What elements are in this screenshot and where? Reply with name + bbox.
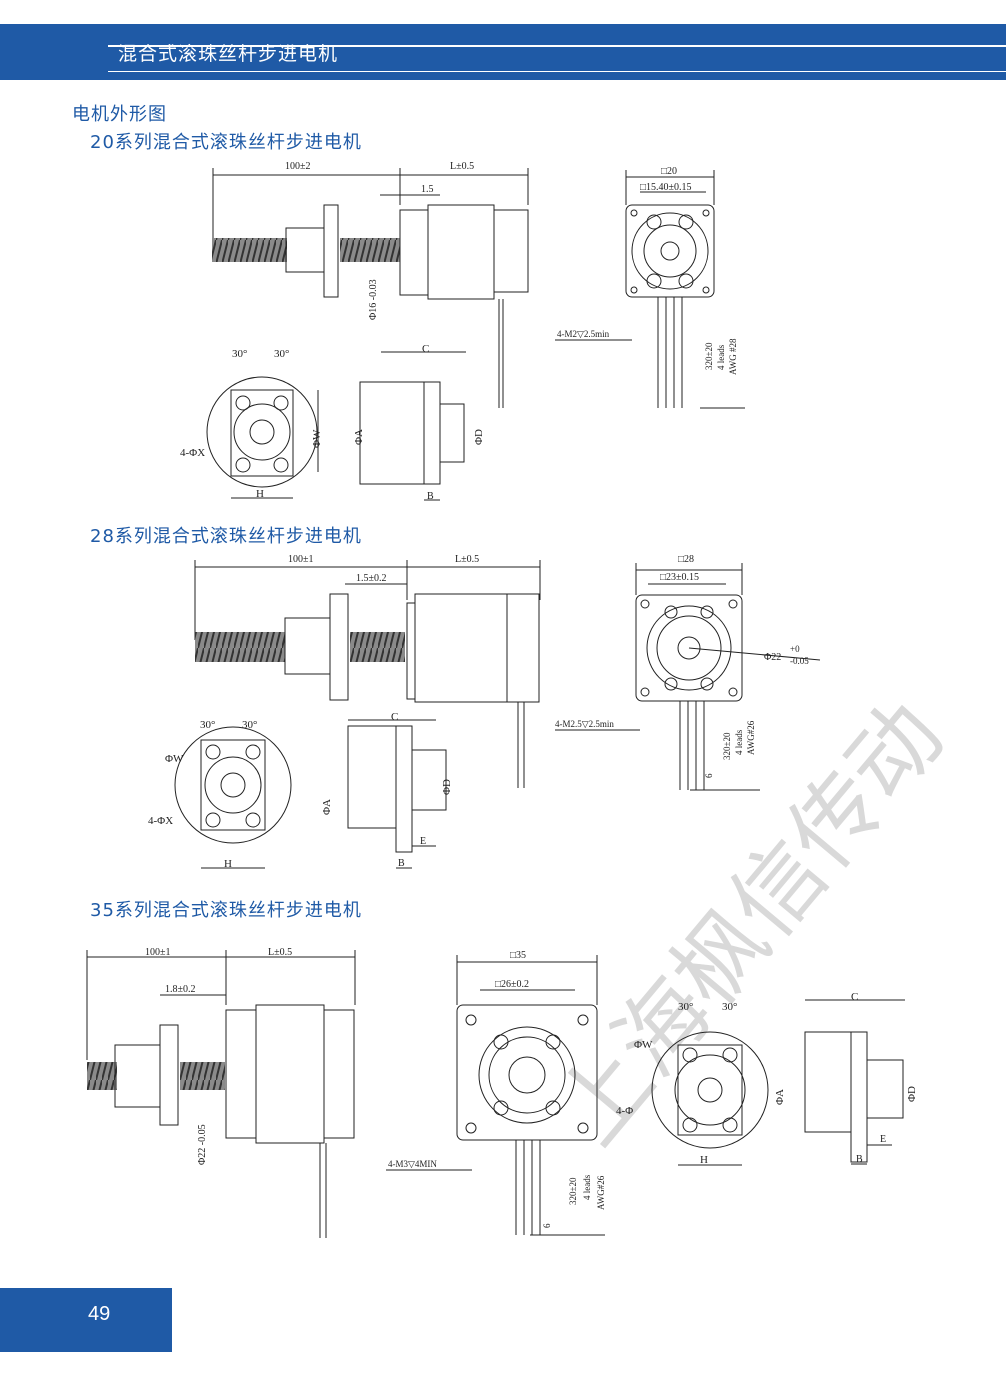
s35-dia-tol: Φ22 -0.05: [197, 1124, 208, 1165]
s28-label-w: ΦW: [165, 753, 184, 765]
s28-pilot: Φ22: [764, 652, 781, 663]
section-28-title: 28系列混合式滚珠丝杆步进电机: [90, 526, 362, 547]
s35-label-x: 4-Φ: [616, 1105, 633, 1117]
s20-label-b: B: [427, 491, 434, 502]
s28-label-h: H: [224, 858, 232, 870]
s20-label-a: ΦA: [353, 429, 365, 445]
s35-screw-hole: 4-M3▽4MIN: [388, 1159, 437, 1169]
s35-label-h: H: [700, 1154, 708, 1166]
s20-label-h: H: [256, 488, 264, 500]
s28-front-view: [555, 563, 821, 791]
s35-square: □35: [510, 950, 526, 961]
s28-awg: AWG#26: [746, 720, 756, 755]
s35-side-view: [86, 950, 356, 1238]
s20-step: 1.5: [421, 184, 434, 195]
s20-pcd: □15.40±0.15: [640, 182, 692, 193]
s35-front-view: [386, 955, 605, 1236]
page-title: 混合式滚珠丝杆步进电机: [118, 43, 339, 65]
s35-flange-view: [651, 1031, 769, 1166]
s28-label-e: E: [420, 836, 426, 847]
s20-awg: AWG #28: [728, 338, 738, 375]
s28-angle2: 30°: [242, 719, 257, 731]
s28-strip: 6: [704, 773, 714, 778]
s35-step: 1.8±0.2: [165, 984, 196, 995]
s28-leads: 4 leads: [734, 729, 744, 755]
s28-label-a: ΦA: [321, 799, 333, 815]
s35-pcd: □26±0.2: [495, 979, 529, 990]
s35-awg: AWG#26: [596, 1175, 606, 1210]
s28-flange-view: [174, 726, 292, 869]
s28-square: □28: [678, 554, 694, 565]
s28-label-c: C: [391, 711, 398, 723]
s20-side-view: [212, 168, 529, 408]
s20-nut-view: [359, 351, 466, 501]
s20-label-w: ΦW: [311, 429, 323, 448]
s35-leads: 4 leads: [582, 1174, 592, 1200]
outline-title: 电机外形图: [72, 104, 167, 125]
s20-label-d: ΦD: [473, 429, 485, 445]
s28-pilot-tol-up: +0: [790, 644, 800, 654]
s20-angle1: 30°: [232, 348, 247, 360]
s28-label-d: ΦD: [441, 779, 453, 795]
s20-dia-tol: Φ16 -0.03: [368, 279, 379, 320]
s20-label-c: C: [422, 343, 429, 355]
s28-angle1: 30°: [200, 719, 215, 731]
section-20-title: 20系列混合式滚珠丝杆步进电机: [90, 132, 362, 153]
s20-leads: 4 leads: [716, 344, 726, 370]
s28-screw-len: 100±1: [288, 554, 314, 565]
page-number-box: [0, 1288, 172, 1352]
s20-screw-hole: 4-M2▽2.5min: [557, 329, 610, 339]
s28-pilot-tol-dn: -0.05: [790, 656, 809, 666]
s35-label-d: ΦD: [906, 1086, 918, 1102]
s20-lead-len: 320±20: [704, 342, 714, 370]
s28-lead-len: 320±20: [722, 732, 732, 760]
s28-body-len: L±0.5: [455, 554, 479, 565]
s35-body-len: L±0.5: [268, 947, 292, 958]
s20-label-x: 4-ΦX: [180, 447, 205, 459]
s20-front-view: [555, 170, 745, 409]
s35-angle1: 30°: [678, 1001, 693, 1013]
s28-nut-view: [347, 719, 447, 869]
s28-pcd: □23±0.15: [660, 572, 699, 583]
s28-label-x: 4-ΦX: [148, 815, 173, 827]
header-rule: [108, 45, 1006, 47]
s35-strip: 6: [542, 1223, 552, 1228]
s28-screw-hole: 4-M2.5▽2.5min: [555, 719, 614, 729]
s20-flange-view: [206, 376, 319, 499]
s35-label-a: ΦA: [774, 1089, 786, 1105]
s20-body-len: L±0.5: [450, 161, 474, 172]
s28-side-view: [194, 560, 541, 788]
section-35-title: 35系列混合式滚珠丝杆步进电机: [90, 900, 362, 921]
s35-screw-len: 100±1: [145, 947, 171, 958]
s35-lead-len: 320±20: [568, 1177, 578, 1205]
page-number: 49: [88, 1303, 111, 1325]
header-bar: [0, 24, 1006, 80]
s35-nut-view: [804, 999, 905, 1165]
header-rule-lower: [108, 71, 1006, 72]
s35-label-b: B: [856, 1154, 863, 1165]
s20-screw-len: 100±2: [285, 161, 311, 172]
s28-step: 1.5±0.2: [356, 573, 387, 584]
s35-label-e: E: [880, 1134, 886, 1145]
s20-angle2: 30°: [274, 348, 289, 360]
s20-square: □20: [661, 166, 677, 177]
s28-label-b: B: [398, 858, 405, 869]
s35-label-w: ΦW: [634, 1039, 653, 1051]
s35-label-c: C: [851, 991, 858, 1003]
s35-angle2: 30°: [722, 1001, 737, 1013]
